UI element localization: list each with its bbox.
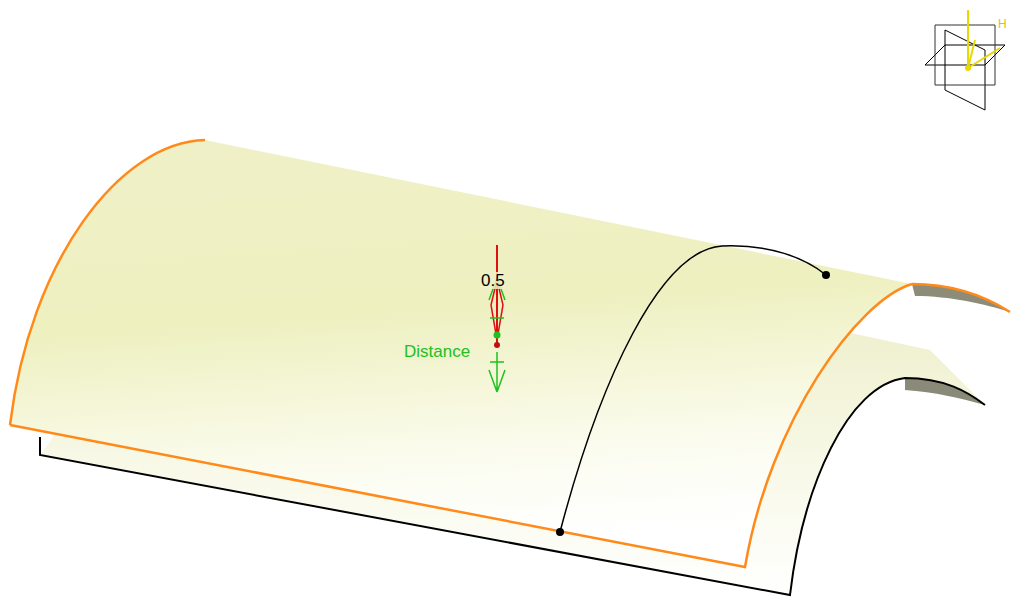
reference-surface	[10, 140, 912, 567]
manipulator-origin	[494, 342, 500, 348]
reference-surface-inside	[912, 284, 1010, 312]
compass-origin	[965, 65, 971, 71]
manipulator-arrow	[489, 352, 505, 392]
manipulator-handle	[494, 332, 501, 339]
reference-surface-edge	[10, 140, 1010, 567]
distance-value: 0.5	[481, 272, 505, 289]
parameter-name: Distance	[404, 343, 470, 360]
offset-surface-inside	[905, 378, 985, 405]
curve-end-point	[556, 528, 564, 536]
surface-curve	[560, 246, 826, 532]
compass	[925, 25, 1005, 110]
normal-direction-line	[496, 245, 498, 345]
curve-end-point	[822, 271, 830, 279]
compass-axes	[968, 10, 1000, 68]
compass-axis-label: H	[998, 18, 1007, 30]
